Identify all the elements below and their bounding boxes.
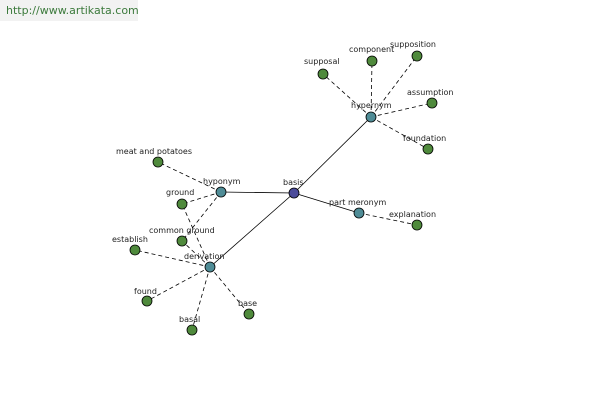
edge-basis-hypernym (293, 116, 372, 194)
node-dot-supposal[interactable] (317, 68, 329, 80)
node-common-ground[interactable]: common ground (149, 226, 215, 247)
node-establish[interactable]: establish (112, 235, 148, 256)
node-dot-meat-and-potatoes[interactable] (152, 156, 164, 168)
node-label-supposition: supposition (390, 40, 436, 49)
node-dot-ground[interactable] (176, 198, 188, 210)
edge-derivation-common-ground (181, 240, 211, 268)
node-dot-hypernym[interactable] (365, 111, 377, 123)
node-label-foundation: foundation (403, 134, 446, 143)
node-foundation[interactable]: foundation (403, 134, 446, 155)
node-label-component: component (349, 45, 394, 54)
node-dot-base[interactable] (243, 308, 255, 320)
node-hypernym[interactable]: hypernym (351, 101, 392, 123)
node-label-meat-and-potatoes: meat and potatoes (116, 147, 192, 156)
node-dot-hyponym[interactable] (215, 186, 227, 198)
edge-hypernym-assumption (370, 102, 433, 118)
edge-hypernym-component (370, 60, 373, 118)
node-label-ground: ground (166, 188, 194, 197)
edge-derivation-establish (134, 249, 211, 268)
node-basis[interactable]: basis (283, 178, 304, 199)
edge-hypernym-supposal (322, 73, 372, 118)
node-label-basal: basal (179, 315, 200, 324)
node-label-found: found (134, 287, 157, 296)
node-basal[interactable]: basal (179, 315, 200, 336)
edge-derivation-ground (181, 203, 211, 268)
edge-derivation-found (146, 266, 211, 302)
node-supposition[interactable]: supposition (390, 40, 436, 62)
node-label-derivation: derivation (184, 252, 224, 261)
edges-layer (134, 55, 433, 331)
node-hyponym[interactable]: hyponym (203, 177, 241, 198)
edge-hyponym-common-ground (181, 191, 222, 242)
node-dot-component[interactable] (366, 55, 378, 67)
node-meat-and-potatoes[interactable]: meat and potatoes (116, 147, 192, 168)
nodes-layer: basis hypernym hyponym part meronym derivati… (112, 40, 454, 336)
node-assumption[interactable]: assumption (407, 88, 454, 109)
node-part-meronym[interactable]: part meronym (329, 198, 386, 219)
node-label-part-meronym: part meronym (329, 198, 386, 207)
edge-hyponym-meat-and-potatoes (157, 161, 222, 193)
node-explanation[interactable]: explanation (389, 210, 436, 231)
node-dot-foundation[interactable] (422, 143, 434, 155)
node-label-explanation: explanation (389, 210, 436, 219)
node-dot-common-ground[interactable] (176, 235, 188, 247)
node-dot-supposition[interactable] (411, 50, 423, 62)
node-label-supposal: supposal (304, 57, 340, 66)
node-label-basis: basis (283, 178, 304, 187)
node-dot-part-meronym[interactable] (353, 207, 365, 219)
node-found[interactable]: found (134, 287, 157, 307)
edge-basis-part-meronym (293, 192, 360, 214)
node-component[interactable]: component (349, 45, 394, 67)
edge-derivation-basal (191, 266, 211, 331)
node-label-hyponym: hyponym (203, 177, 241, 186)
node-dot-establish[interactable] (129, 244, 141, 256)
edge-hypernym-supposition (370, 55, 418, 118)
node-label-establish: establish (112, 235, 148, 244)
node-dot-found[interactable] (141, 295, 153, 307)
edge-basis-derivation (209, 192, 295, 268)
edge-part-meronym-explanation (358, 212, 418, 226)
node-ground[interactable]: ground (166, 188, 194, 210)
node-label-hypernym: hypernym (351, 101, 392, 110)
node-base[interactable]: base (238, 299, 257, 320)
node-dot-basal[interactable] (186, 324, 198, 336)
node-label-base: base (238, 299, 257, 308)
node-dot-assumption[interactable] (426, 97, 438, 109)
node-dot-derivation[interactable] (204, 261, 216, 273)
edge-derivation-base (209, 266, 250, 315)
node-label-common-ground: common ground (149, 226, 215, 235)
node-supposal[interactable]: supposal (304, 57, 340, 80)
edge-basis-hyponym (220, 191, 295, 194)
node-dot-basis[interactable] (288, 187, 300, 199)
node-dot-explanation[interactable] (411, 219, 423, 231)
site-url-link[interactable]: http://www.artikata.com (0, 0, 139, 21)
edge-hypernym-foundation (370, 116, 429, 150)
node-label-assumption: assumption (407, 88, 454, 97)
node-derivation[interactable]: derivation (184, 252, 224, 273)
